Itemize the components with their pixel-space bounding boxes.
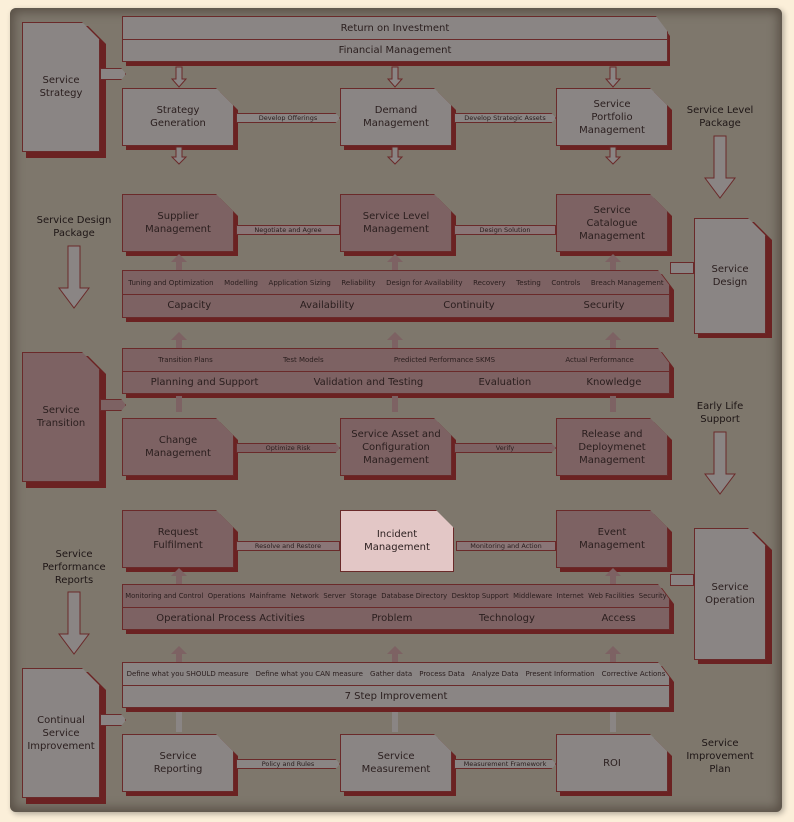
bar-item: Validation and Testing — [313, 376, 424, 388]
bar-item: Actual Performance — [565, 356, 634, 364]
stage-service-design[interactable]: Service Design — [694, 218, 766, 334]
bar-item: Middleware — [513, 592, 553, 600]
bar-item: Availability — [299, 300, 355, 311]
arrow-develop-offerings: Develop Offerings — [236, 113, 340, 123]
box-service-portfolio-management[interactable]: Service Portfolio Management — [556, 88, 668, 146]
bar-item: Monitoring and Control — [125, 592, 204, 600]
box-strategy-generation[interactable]: Strategy Generation — [122, 88, 234, 146]
bar-item: Problem — [371, 612, 413, 624]
label-service-improvement-plan: Service Improvement Plan — [686, 738, 754, 775]
bar-item: Breach Management — [590, 278, 664, 287]
box-change-management[interactable]: Change Management — [122, 418, 234, 476]
bar-item: Desktop Support — [451, 592, 509, 600]
bar-item: Internet — [556, 592, 584, 600]
bar-item: Transition Plans — [158, 356, 213, 364]
bar-item: Define what you CAN measure — [255, 670, 363, 678]
bar-item: Security — [583, 300, 625, 311]
arrow-policy-and-rules: Policy and Rules — [236, 759, 340, 769]
stage-service-operation[interactable]: Service Operation — [694, 528, 766, 660]
arrow-measurement-framework: Measurement Framework — [454, 759, 556, 769]
bar-item: Technology — [478, 612, 535, 624]
arrow-design-solution: Design Solution — [454, 225, 556, 235]
arrow-right-icon — [100, 714, 126, 726]
bar-item: Operational Process Activities — [156, 612, 305, 624]
bar-item: Analyze Data — [471, 670, 519, 678]
arrow-right-icon — [100, 399, 126, 411]
box-service-reporting[interactable]: Service Reporting — [122, 734, 234, 792]
design-bar: Tuning and Optimization Modelling Applicat… — [122, 270, 670, 318]
bar-financial-management: Financial Management — [338, 44, 452, 56]
arrow-develop-strategic-assets: Develop Strategic Assets — [454, 113, 556, 123]
bar-item: Knowledge — [586, 376, 642, 388]
box-request-fulfilment[interactable]: Request Fulfilment — [122, 510, 234, 568]
box-event-management[interactable]: Event Management — [556, 510, 668, 568]
bar-item: Server — [323, 592, 346, 600]
bar-return-on-investment: Return on Investment — [123, 17, 667, 40]
bar-item: Define what you SHOULD measure — [126, 670, 249, 678]
bar-item: Process Data — [419, 670, 465, 678]
bar-item: Continuity — [443, 300, 495, 311]
bar-item: Present Information — [525, 670, 595, 678]
bar-item: Storage — [350, 592, 377, 600]
arrow-left-icon — [670, 262, 694, 274]
strategy-bar: Return on Investment Financial Managemen… — [122, 16, 668, 62]
box-roi[interactable]: ROI — [556, 734, 668, 792]
arrow-negotiate-and-agree: Negotiate and Agree — [236, 225, 340, 235]
arrow-monitoring-and-action: Monitoring and Action — [456, 541, 556, 551]
bar-item: Operations — [207, 592, 246, 600]
bar-item: Application Sizing — [268, 278, 331, 287]
label-service-performance-reports: Service Performance Reports — [42, 549, 106, 586]
label-service-level-package: Service Level Package — [686, 105, 754, 129]
stage-service-strategy[interactable]: Service Strategy — [22, 22, 100, 152]
label-early-life-support: Early Life Support — [696, 401, 744, 425]
bar-7-step-improvement: 7 Step Improvement — [344, 690, 448, 702]
arrow-right-icon — [100, 68, 126, 80]
arrow-verify: Verify — [454, 443, 556, 453]
bar-item: Network — [290, 592, 319, 600]
box-service-level-management[interactable]: Service Level Management — [340, 194, 452, 252]
bar-item: Corrective Actions — [601, 670, 666, 678]
arrow-resolve-and-restore: Resolve and Restore — [236, 541, 340, 551]
bar-item: Design for Availability — [386, 278, 463, 287]
bar-item: Access — [601, 612, 636, 624]
box-demand-management[interactable]: Demand Management — [340, 88, 452, 146]
bar-item: Recovery — [473, 278, 506, 287]
csi-bar: Define what you SHOULD measure Define wha… — [122, 662, 670, 708]
box-incident-management[interactable]: Incident Management — [340, 510, 454, 572]
stage-service-transition[interactable]: Service Transition — [22, 352, 100, 482]
bar-item: Test Models — [282, 356, 324, 364]
label-service-design-package: Service Design Package — [36, 215, 112, 239]
box-service-asset-configuration-management[interactable]: Service Asset and Configuration Manageme… — [340, 418, 452, 476]
box-release-deployment-management[interactable]: Release and Deploymenet Management — [556, 418, 668, 476]
box-service-measurement[interactable]: Service Measurement — [340, 734, 452, 792]
arrow-optimize-risk: Optimize Risk — [236, 443, 340, 453]
bar-item: Database Directory — [381, 592, 448, 600]
bar-item: Mainframe — [249, 592, 286, 600]
arrow-left-icon — [670, 574, 694, 586]
bar-item: Reliability — [341, 278, 376, 287]
bar-item: Tuning and Optimization — [128, 278, 214, 287]
bar-item: Testing — [516, 278, 541, 287]
stage-continual-service-improvement[interactable]: Continual Service Improvement — [22, 668, 100, 798]
bar-item: Predicted Performance SKMS — [393, 356, 496, 364]
bar-item: Security — [638, 592, 667, 600]
bar-item: Web Facilities — [588, 592, 635, 600]
bar-item: Controls — [551, 278, 581, 287]
bar-item: Capacity — [167, 300, 212, 311]
bar-item: Modelling — [224, 278, 258, 287]
box-service-catalogue-management[interactable]: Service Catalogue Management — [556, 194, 668, 252]
bar-item: Planning and Support — [150, 376, 259, 388]
bar-item: Gather data — [370, 670, 413, 678]
box-supplier-management[interactable]: Supplier Management — [122, 194, 234, 252]
bar-item: Evaluation — [478, 376, 532, 388]
transition-bar: Transition Plans Test Models Predicted Per… — [122, 348, 670, 394]
